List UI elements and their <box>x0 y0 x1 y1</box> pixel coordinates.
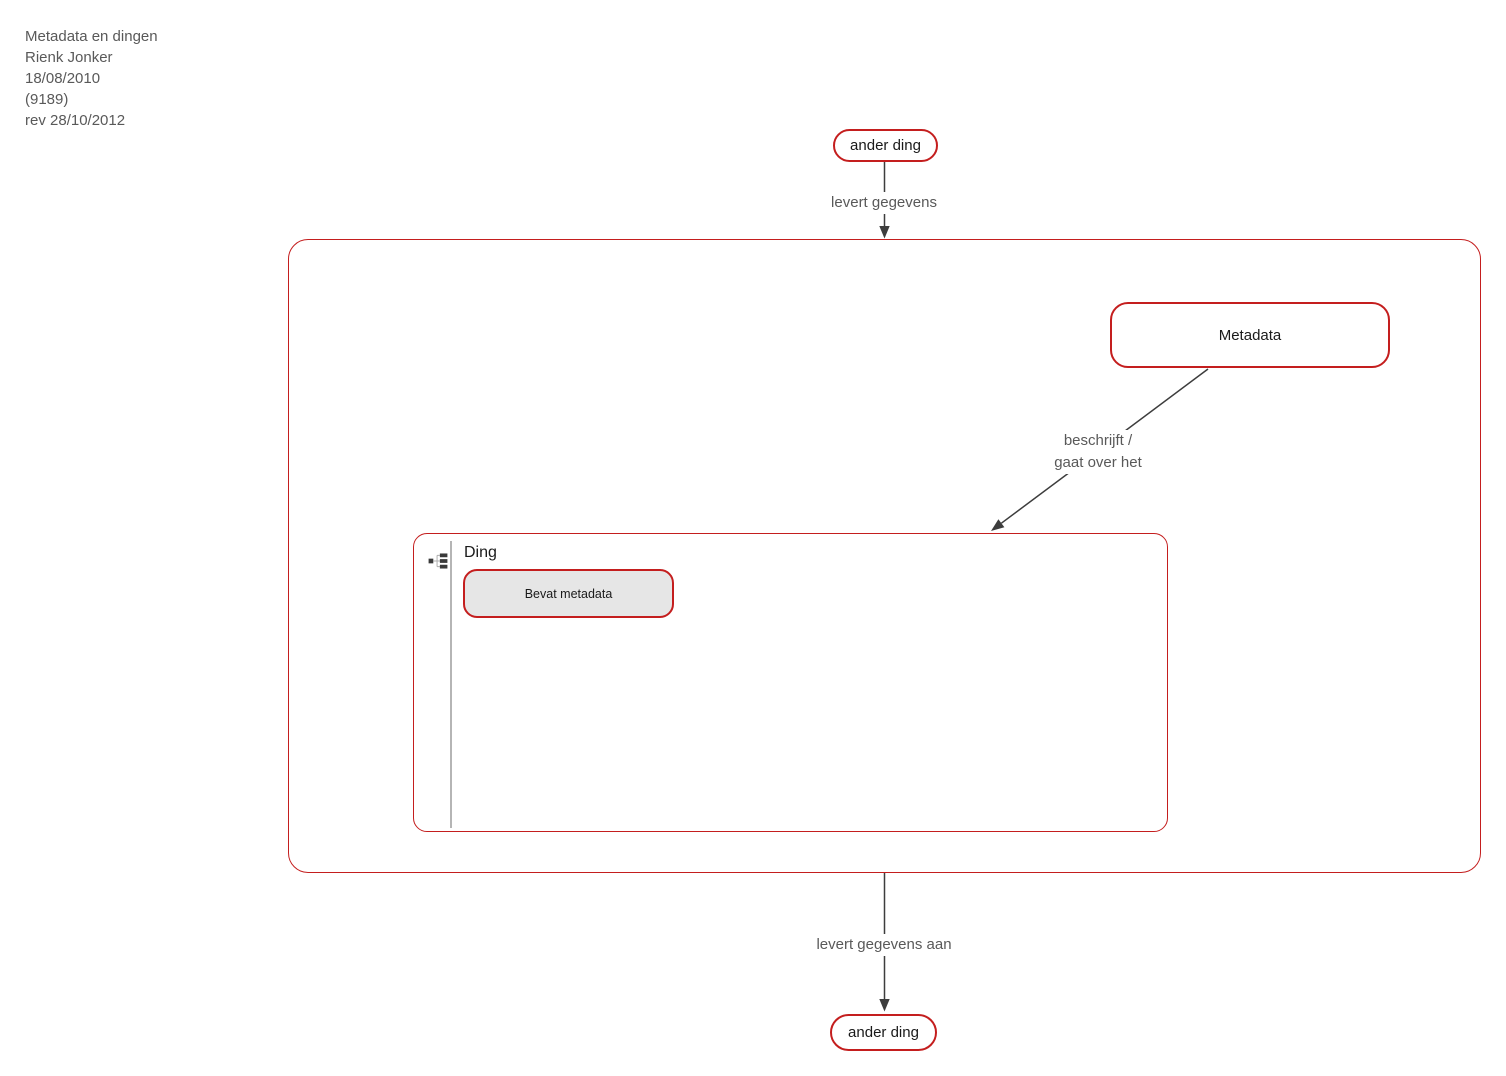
diagram-title: Metadata en dingen <box>25 28 158 45</box>
edge-label-beschrijft: beschrijft / gaat over het <box>1049 430 1147 474</box>
diagram-author: Rienk Jonker <box>25 49 113 66</box>
diagram-revision: rev 28/10/2012 <box>25 112 126 129</box>
diagram-number: (9189) <box>25 91 69 108</box>
node-bevat-metadata: Bevat metadata <box>463 569 674 618</box>
ding-title-divider <box>450 541 452 828</box>
node-metadata: Metadata <box>1110 302 1390 368</box>
ding-title: Ding <box>464 544 497 561</box>
edge-label-levert-gegevens: levert gegevens <box>826 192 942 214</box>
edge-label-beschrijft-line2: gaat over het <box>1054 454 1142 471</box>
edge-label-beschrijft-line1: beschrijft / <box>1063 432 1133 449</box>
diagram-header: Metadata en dingen Rienk Jonker 18/08/20… <box>25 26 158 131</box>
edge-label-levert-gegevens-aan: levert gegevens aan <box>811 934 957 956</box>
node-ander-ding-top: ander ding <box>833 129 938 162</box>
hierarchy-icon <box>428 553 448 569</box>
node-ander-ding-bottom: ander ding <box>830 1014 937 1051</box>
diagram-date: 18/08/2010 <box>25 70 101 87</box>
node-ding-container: Ding Bevat metadata <box>413 533 1168 832</box>
